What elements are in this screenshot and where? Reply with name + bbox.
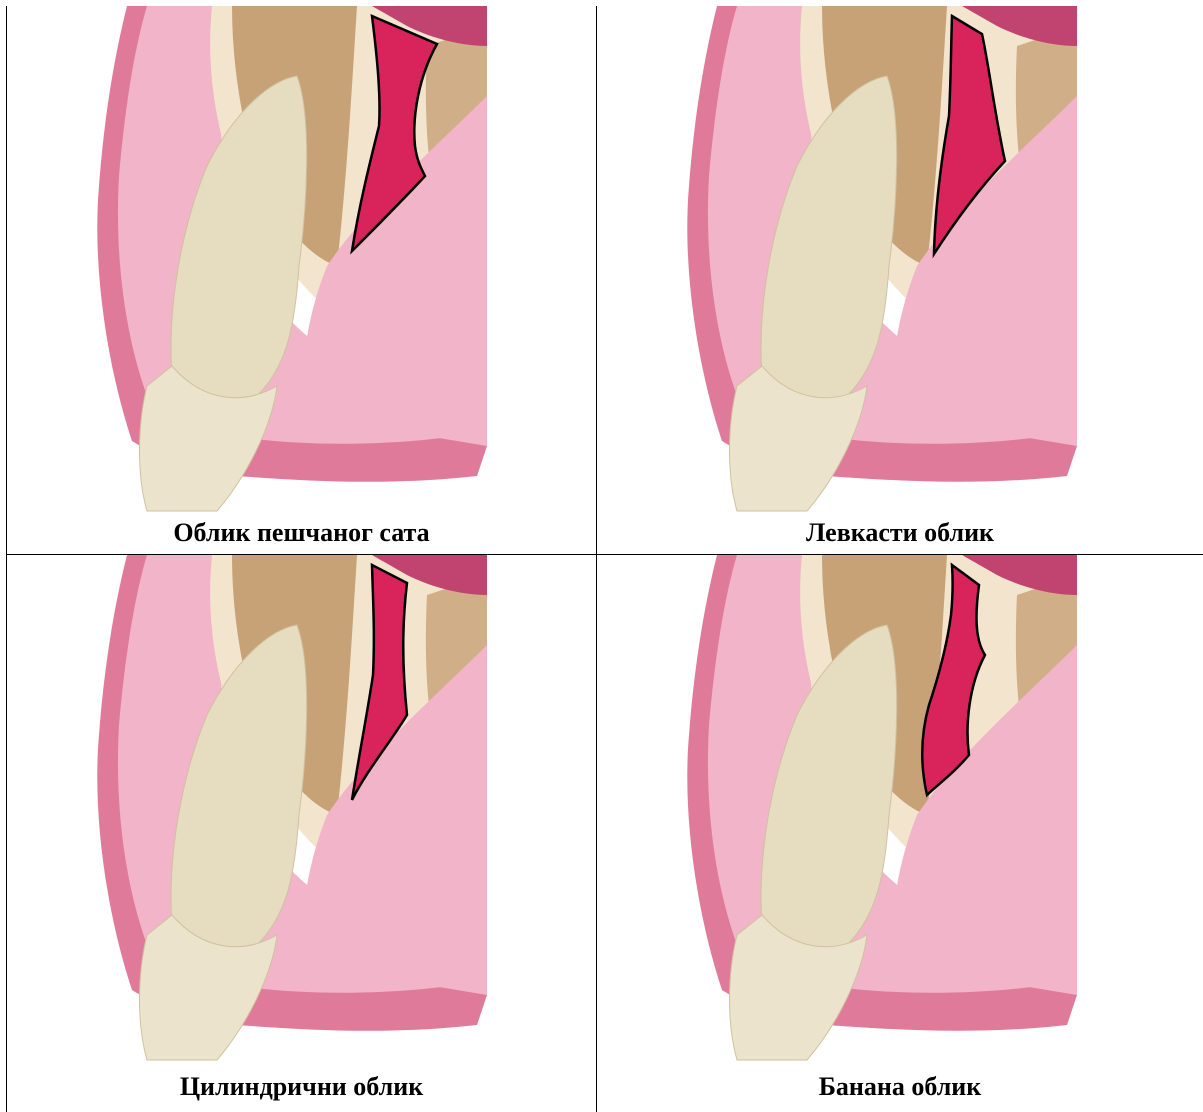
panel-cylinder: Цилиндрични облик bbox=[7, 555, 596, 1112]
figure-table: Облик пешчаног сата Левкасти облик Цилин… bbox=[6, 6, 1203, 1112]
illustration-group bbox=[687, 6, 1077, 511]
panel-caption: Цилиндрични облик bbox=[7, 1072, 596, 1102]
tooth-cross-section-illustration bbox=[7, 555, 596, 1070]
illustration-group bbox=[97, 6, 487, 511]
panel-funnel: Левкасти облик bbox=[597, 6, 1203, 554]
tooth-cross-section-illustration bbox=[597, 555, 1203, 1070]
illustration-group bbox=[97, 555, 487, 1060]
tooth-cross-section-illustration bbox=[597, 6, 1203, 516]
panel-banana: Банана облик bbox=[597, 555, 1203, 1112]
panel-hourglass: Облик пешчаног сата bbox=[7, 6, 596, 554]
illustration-group bbox=[687, 555, 1077, 1060]
tooth-cross-section-illustration bbox=[7, 6, 596, 516]
panel-caption: Банана облик bbox=[597, 1072, 1203, 1102]
panel-caption: Левкасти облик bbox=[597, 518, 1203, 548]
panel-caption: Облик пешчаног сата bbox=[7, 518, 596, 548]
